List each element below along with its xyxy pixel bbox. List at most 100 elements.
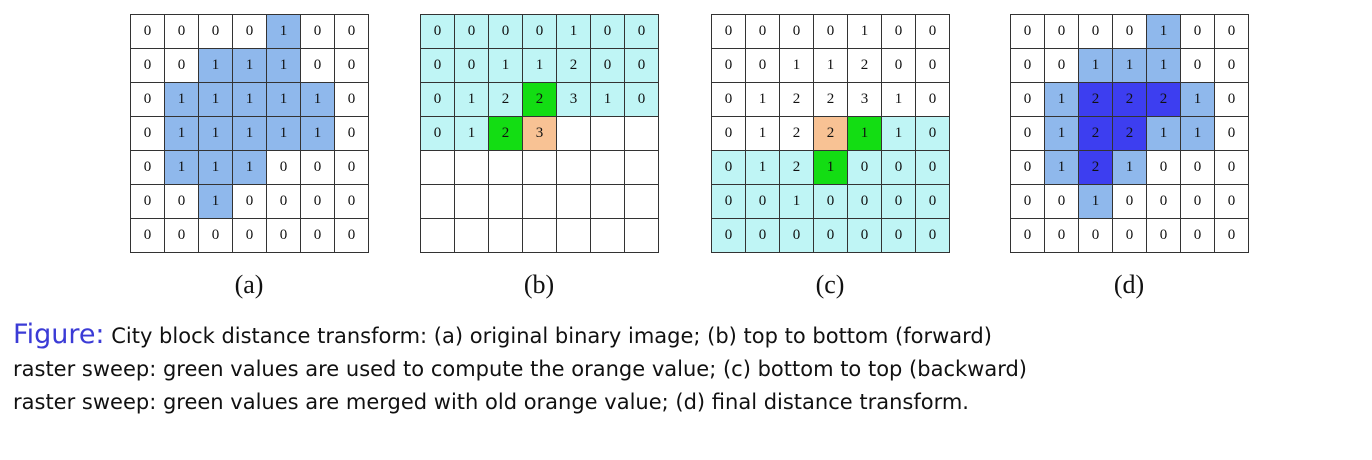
grid-cell: 1 [267, 15, 301, 49]
grid-cell: 1 [233, 49, 267, 83]
grid-cell: 0 [1011, 151, 1045, 185]
grid-cell: 0 [335, 185, 369, 219]
grid-cell: 0 [1215, 15, 1249, 49]
grid-cell: 0 [421, 83, 455, 117]
grid-cell [489, 185, 523, 219]
grid-cell [591, 151, 625, 185]
grid-cell: 1 [199, 83, 233, 117]
grid-cell: 0 [301, 151, 335, 185]
grid-cell: 0 [267, 151, 301, 185]
grid-cell: 0 [489, 15, 523, 49]
grid-cell: 0 [301, 185, 335, 219]
grid-cell: 0 [131, 83, 165, 117]
grid-cell: 1 [489, 49, 523, 83]
grid-cell: 0 [335, 151, 369, 185]
grid-cell: 1 [1045, 117, 1079, 151]
grid-cell: 0 [1215, 49, 1249, 83]
grid-cell: 0 [421, 117, 455, 151]
panel-label-b: (b) [523, 270, 555, 299]
grid-cell: 1 [301, 83, 335, 117]
grid-cell: 0 [591, 15, 625, 49]
grid-cell: 0 [421, 15, 455, 49]
grid-cell: 0 [848, 219, 882, 253]
grid-cell: 0 [814, 219, 848, 253]
grid-cell: 1 [267, 49, 301, 83]
grid-cell: 3 [848, 83, 882, 117]
grid-cell: 1 [267, 83, 301, 117]
grid-cell: 0 [746, 49, 780, 83]
grid-cell: 2 [1113, 117, 1147, 151]
grid-cell: 2 [848, 49, 882, 83]
grid-cell: 1 [165, 151, 199, 185]
grid-cell: 0 [1215, 219, 1249, 253]
grid-cell: 2 [814, 117, 848, 151]
grid-cell: 1 [199, 151, 233, 185]
grid-cell: 0 [1215, 83, 1249, 117]
figure-caption: Figure: City block distance transform: (… [13, 318, 1363, 419]
grid-cell: 0 [1011, 49, 1045, 83]
caption-line-3: raster sweep: green values are merged wi… [13, 390, 969, 414]
grid-cell: 0 [1045, 49, 1079, 83]
grid-cell: 0 [335, 219, 369, 253]
grid-cell: 0 [165, 185, 199, 219]
grid-cell: 0 [131, 49, 165, 83]
grid-cell: 0 [1113, 219, 1147, 253]
grid-cell: 0 [1079, 15, 1113, 49]
grid-cell [523, 219, 557, 253]
grid-cell: 3 [557, 83, 591, 117]
grid-cell: 1 [746, 83, 780, 117]
grid-cell: 2 [489, 83, 523, 117]
grid-cell: 2 [523, 83, 557, 117]
grid-cell: 0 [165, 219, 199, 253]
grid-cell: 1 [267, 117, 301, 151]
grid-cell: 0 [1181, 151, 1215, 185]
grid-cell: 1 [233, 151, 267, 185]
grid-cell: 0 [1011, 219, 1045, 253]
grid-cell: 0 [131, 15, 165, 49]
grid-cell: 0 [712, 49, 746, 83]
caption-line-2: raster sweep: green values are used to c… [13, 357, 1027, 381]
grid-cell: 2 [1079, 117, 1113, 151]
grid-cell: 0 [233, 219, 267, 253]
grid-cell: 0 [916, 117, 950, 151]
grid-cell: 1 [165, 83, 199, 117]
grid-cell: 1 [557, 15, 591, 49]
grid-cell [557, 219, 591, 253]
panel-label-d: (d) [1113, 270, 1145, 299]
grid-cell: 1 [199, 49, 233, 83]
grid-cell: 0 [455, 49, 489, 83]
grid-cell: 1 [1079, 185, 1113, 219]
grid-cell: 0 [165, 49, 199, 83]
grid-cell: 0 [1147, 185, 1181, 219]
grid-cell: 1 [1147, 117, 1181, 151]
grid-cell: 0 [301, 15, 335, 49]
grid-cell: 0 [916, 151, 950, 185]
grid-cell [625, 151, 659, 185]
grid-cell [625, 219, 659, 253]
grid-cell [625, 185, 659, 219]
grid-cell [557, 151, 591, 185]
grid-cell: 2 [1079, 83, 1113, 117]
grid-cell: 3 [523, 117, 557, 151]
grid-cell [591, 219, 625, 253]
grid-cell: 2 [814, 83, 848, 117]
grid-cell: 0 [780, 219, 814, 253]
grid-cell: 0 [882, 219, 916, 253]
grid-cell [455, 151, 489, 185]
grid-cell: 1 [882, 117, 916, 151]
grid-cell [523, 185, 557, 219]
grid-cell: 0 [1011, 117, 1045, 151]
grid-cell: 0 [301, 219, 335, 253]
grid-cell: 0 [848, 185, 882, 219]
grid-cell: 1 [1045, 83, 1079, 117]
grid-cell: 0 [712, 219, 746, 253]
grid-cell: 0 [848, 151, 882, 185]
grid-cell: 0 [199, 219, 233, 253]
grid-cell: 0 [1147, 219, 1181, 253]
grid-cell: 0 [131, 117, 165, 151]
grid-cell: 1 [199, 117, 233, 151]
grid-cell: 0 [882, 151, 916, 185]
